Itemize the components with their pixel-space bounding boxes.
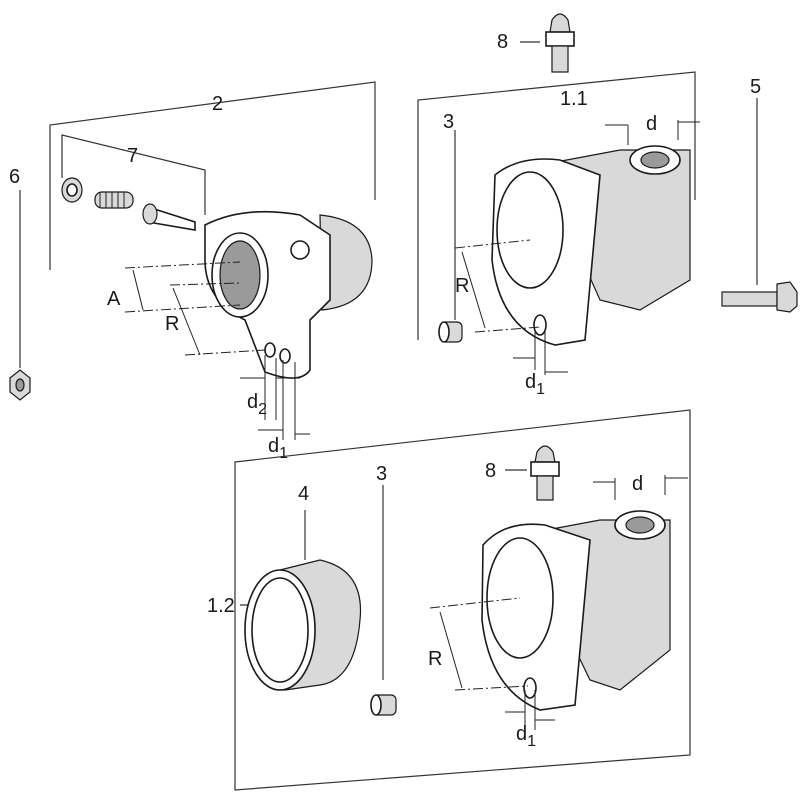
label-part-4: 4 [298, 483, 309, 505]
label-part-3-top: 3 [443, 111, 454, 133]
dim-R-top: R [455, 275, 469, 297]
label-part-8-top: 8 [497, 31, 508, 53]
part-2-splined-yoke [204, 210, 373, 379]
part-7-detent-assembly [61, 177, 196, 231]
label-part-1-2: 1.2 [207, 595, 235, 617]
dimension-lines [124, 120, 700, 730]
part-1-1-yoke [491, 145, 691, 346]
part-6-nut [9, 369, 31, 401]
dim-d1-top: d1 [525, 371, 545, 398]
label-part-8-bottom: 8 [485, 460, 496, 482]
dim-R-left: R [165, 313, 179, 335]
dim-A: A [107, 288, 121, 310]
dim-d1-left: d1 [268, 435, 288, 462]
frame-part-1-2 [234, 409, 691, 791]
dim-d-top: d [646, 113, 657, 135]
label-part-7: 7 [127, 145, 138, 167]
label-part-2: 2 [212, 93, 223, 115]
part-3-pin-bottom [370, 694, 397, 716]
part-4-bushing [244, 559, 362, 691]
label-part-1-1: 1.1 [560, 88, 588, 110]
frame-part-2 [49, 81, 376, 270]
dim-d2: d2 [247, 391, 267, 418]
part-1-2-yoke [481, 510, 671, 711]
part-8-grease-nipple-top [545, 13, 575, 73]
dim-R-bottom: R [428, 648, 442, 670]
frame-part-1-1 [417, 71, 696, 340]
group-frames [19, 41, 758, 791]
label-part-3-bottom: 3 [376, 463, 387, 485]
dim-d-bottom: d [632, 473, 643, 495]
part-8-grease-nipple-bottom [530, 445, 560, 501]
label-part-6: 6 [9, 166, 20, 188]
dim-d1-bottom: d1 [516, 723, 536, 750]
part-5-bolt [721, 281, 798, 313]
spring [94, 191, 134, 209]
label-part-5: 5 [750, 76, 761, 98]
part-3-pin-top [438, 321, 463, 343]
frame-part-7 [61, 134, 206, 215]
